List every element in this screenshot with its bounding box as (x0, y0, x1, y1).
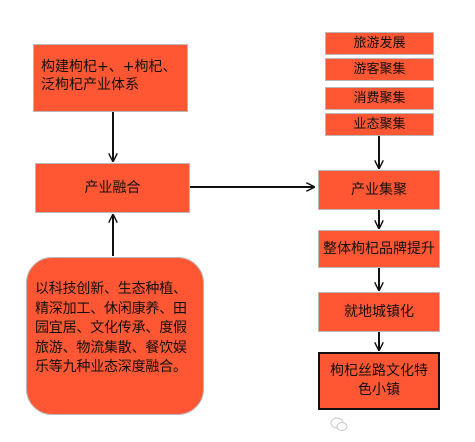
node-nine-formats-fusion: 以科技创新、生态种植、精深加工、休闲康养、田园宜居、文化传承、度假旅游、物流集散… (26, 257, 204, 415)
node-urban-label: 就地城镇化 (344, 304, 414, 320)
node-consumption-gathering: 消费聚集 (325, 87, 434, 110)
node-town-label: 枸杞丝路文化特色小镇 (330, 363, 428, 398)
node-local-urbanization: 就地城镇化 (318, 292, 440, 332)
node-visitor-label: 游客聚集 (353, 61, 406, 77)
node-visitor-gathering: 游客聚集 (325, 58, 434, 81)
node-consume-label: 消费聚集 (353, 90, 406, 106)
node-cluster-label: 产业集聚 (351, 182, 407, 198)
node-industry-fusion: 产业融合 (35, 163, 190, 213)
node-brand-label: 整体枸杞品牌提升 (323, 241, 435, 257)
node-brand-upgrade: 整体枸杞品牌提升 (318, 230, 440, 268)
node-tourism-development: 旅游发展 (325, 32, 434, 55)
watermark (330, 414, 470, 434)
node-biz-label: 业态聚集 (353, 116, 406, 132)
node-fusion-label: 产业融合 (84, 180, 141, 196)
node-build-label: 构建枸杞+、+枸杞、泛枸杞产业体系 (41, 59, 177, 93)
node-build-industry-system: 构建枸杞+、+枸杞、泛枸杞产业体系 (33, 44, 188, 112)
node-silk-road-town: 枸杞丝路文化特色小镇 (318, 352, 440, 410)
node-detail-label: 以科技创新、生态种植、精深加工、休闲康养、田园宜居、文化传承、度假旅游、物流集散… (35, 281, 187, 375)
node-business-gathering: 业态聚集 (325, 113, 434, 136)
node-tourism-label: 旅游发展 (353, 35, 406, 51)
node-industry-cluster: 产业集聚 (318, 170, 440, 210)
wechat-icon (330, 416, 348, 431)
